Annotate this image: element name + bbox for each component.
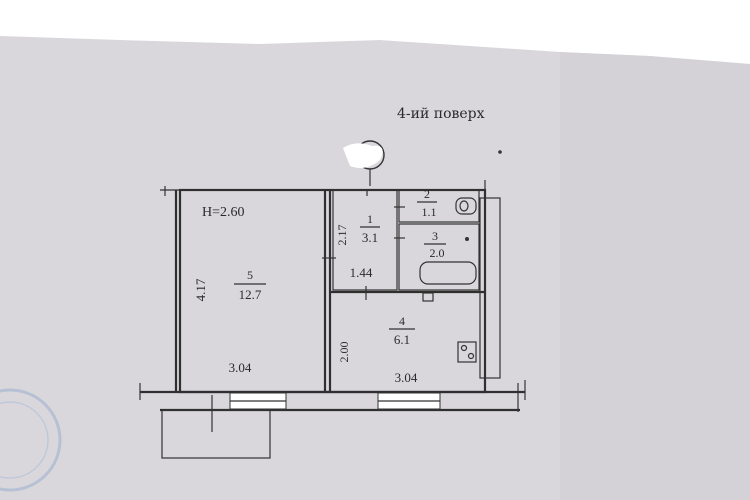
- apartment-plan: [139, 180, 526, 459]
- dim-room5-height: 4.17: [193, 278, 208, 301]
- dim-hall-width: 1.44: [350, 265, 373, 280]
- balcony-outline: [161, 409, 271, 459]
- room3-area: 2.0: [430, 246, 445, 260]
- room3-number: 3: [432, 229, 438, 243]
- stamp-mark: [0, 388, 62, 492]
- right-wall-plate: [479, 197, 501, 379]
- dim-kitchen-width: 3.04: [395, 370, 418, 385]
- room2-area: 1.1: [422, 205, 437, 219]
- stove-icon: [457, 341, 477, 363]
- room5-number: 5: [247, 268, 253, 282]
- wc-outline: [398, 189, 480, 223]
- bathtub-icon: [419, 237, 477, 285]
- dim-hall-height: 2.17: [335, 225, 349, 246]
- paper-shade: [560, 52, 750, 500]
- toilet-icon: [455, 197, 477, 215]
- ceiling-height-label: H=2.60: [202, 205, 245, 220]
- floor-label: 4-ий поверх: [397, 106, 485, 122]
- hallway-outline: [332, 189, 398, 291]
- room1-number: 1: [367, 212, 373, 226]
- north-marker-icon: [343, 140, 385, 186]
- dim-room5-width: 3.04: [229, 360, 252, 375]
- bath-outline: [398, 223, 480, 291]
- room4-number: 4: [399, 314, 405, 328]
- room5-area: 12.7: [239, 287, 262, 302]
- room2-number: 2: [424, 187, 430, 201]
- dot-mark: [498, 150, 502, 154]
- dim-kitchen-height: 2.00: [337, 342, 351, 363]
- room4-area: 6.1: [394, 332, 410, 347]
- room1-area: 3.1: [362, 230, 378, 245]
